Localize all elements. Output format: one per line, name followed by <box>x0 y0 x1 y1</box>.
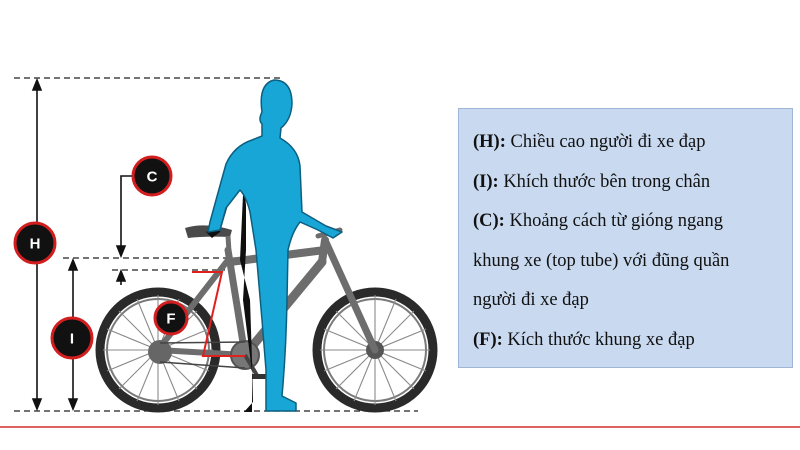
marker-i-label: I <box>70 331 74 348</box>
marker-h: H <box>13 221 57 265</box>
legend-key: (H): <box>473 132 506 152</box>
legend-box: (H): Chiều cao người đi xe đạp (I): Khíc… <box>458 108 793 368</box>
legend-text: người đi xe đạp <box>473 290 589 310</box>
legend-item-c-cont-1: khung xe (top tube) với đũng quần <box>473 242 782 282</box>
marker-f-label: F <box>166 311 175 328</box>
legend-text: Khoảng cách từ gióng ngang <box>504 211 723 231</box>
legend-key: (I): <box>473 171 499 192</box>
legend-item-f: (F): Kích thước khung xe đạp <box>473 321 782 361</box>
reference-lines <box>14 77 418 412</box>
legend-text: Khích thước bên trong chân <box>498 171 711 192</box>
legend-key: (C): <box>473 211 505 231</box>
marker-f: F <box>153 300 189 336</box>
legend-item-h: (H): Chiều cao người đi xe đạp <box>473 123 782 163</box>
legend-text: Kích thước khung xe đạp <box>502 329 695 350</box>
frame-size-box <box>192 271 245 357</box>
legend-key: (F): <box>473 329 503 350</box>
legend-item-c-cont-2: người đi xe đạp <box>473 281 782 321</box>
marker-i: I <box>50 316 94 360</box>
legend-text: khung xe (top tube) với đũng quần <box>473 250 730 271</box>
legend-item-i: (I): Khích thước bên trong chân <box>473 163 782 203</box>
marker-c-label: C <box>147 169 158 186</box>
legend-text: Chiều cao người đi xe đạp <box>505 132 706 152</box>
marker-c: C <box>131 155 173 197</box>
person-silhouette-icon <box>206 79 343 412</box>
legend-item-c: (C): Khoảng cách từ gióng ngang <box>473 202 782 242</box>
marker-h-label: H <box>30 236 41 253</box>
